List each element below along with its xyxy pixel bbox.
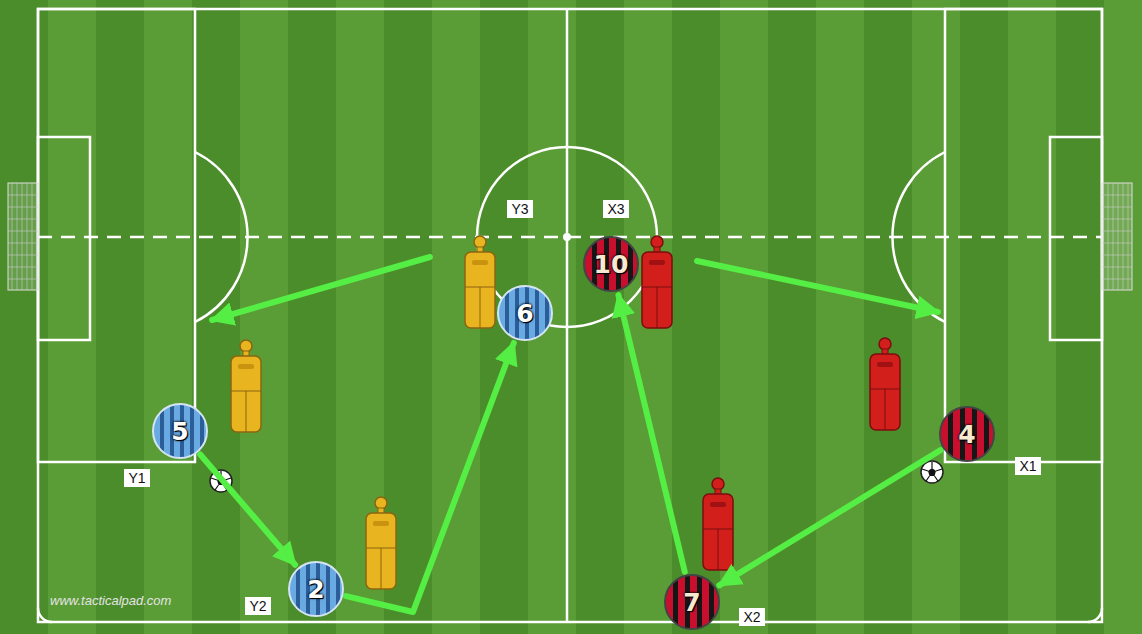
watermark: www.tacticalpad.com [50,593,171,609]
player-label: Y3 [507,200,532,218]
player-token: 2 [288,561,344,617]
pass-arrow [719,450,940,585]
player-number: 4 [958,422,975,447]
player-token: 6 [497,285,553,341]
player-token: 4 [939,406,995,462]
player-label: X1 [1015,457,1040,475]
player-label: Y2 [245,597,270,615]
player-number: 5 [171,419,188,444]
player-label: X3 [603,200,628,218]
pass-arrow [200,454,295,564]
player-label: X2 [739,608,764,626]
player-number: 2 [307,577,324,602]
player-label: Y1 [124,469,149,487]
player-number: 7 [683,590,700,615]
pass-arrow [346,343,514,612]
pass-arrow [618,295,684,572]
player-number: 10 [594,252,629,277]
player-number: 6 [516,301,533,326]
player-token: 10 [583,236,639,292]
player-token: 7 [664,574,720,630]
player-token: 5 [152,403,208,459]
